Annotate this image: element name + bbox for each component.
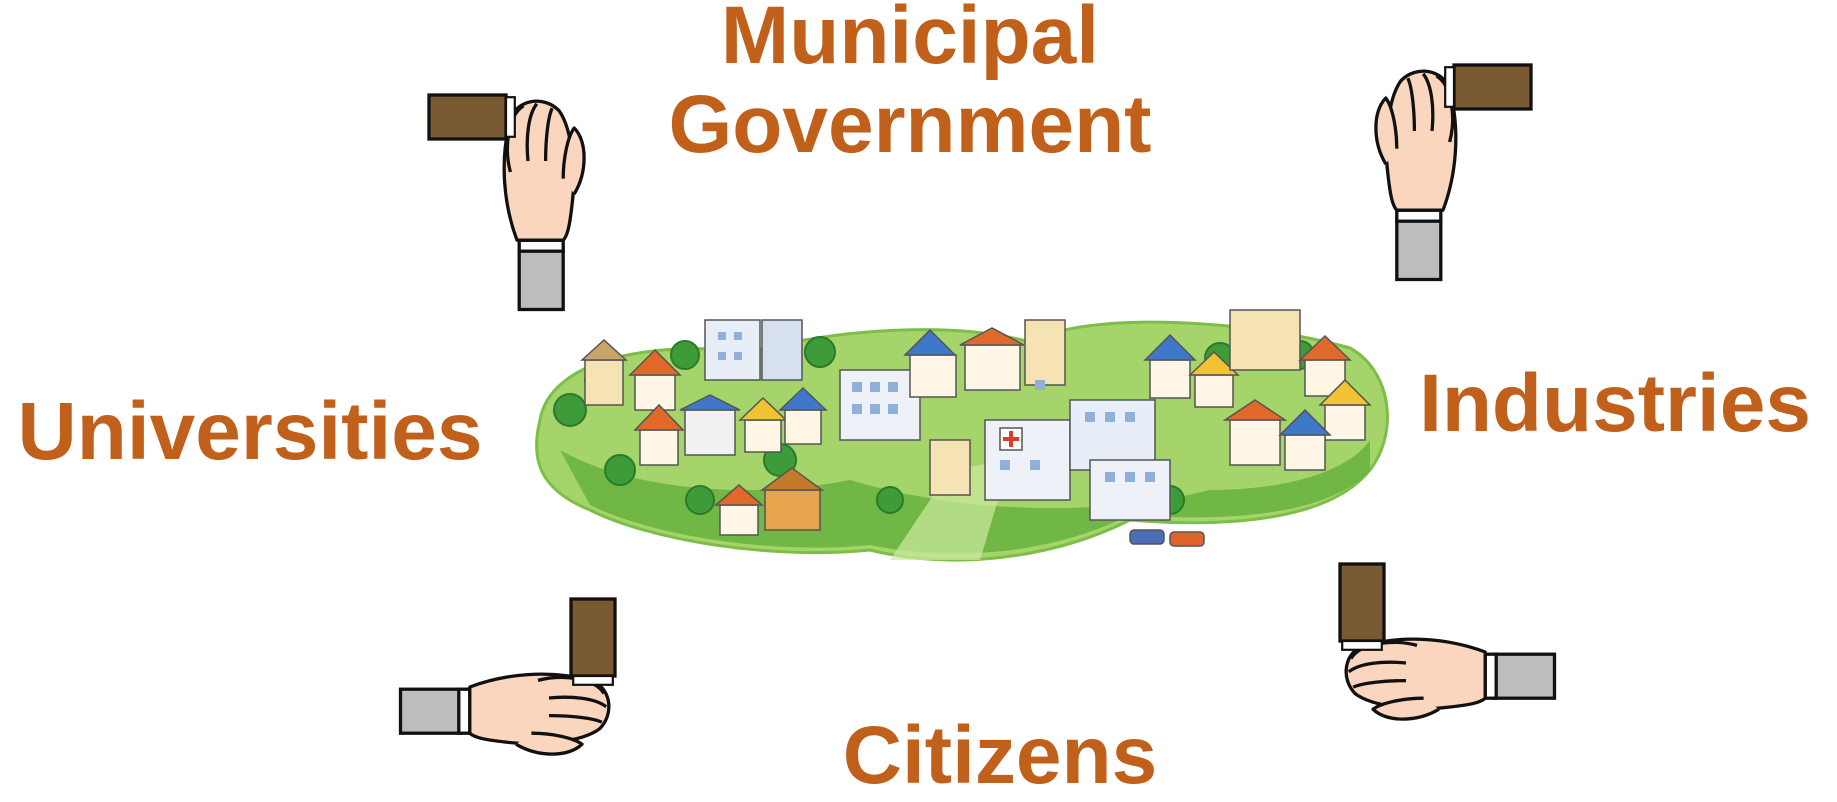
handshake-icon <box>1355 63 1575 285</box>
citizens-label: Citizens <box>842 710 1158 801</box>
handshake-icon <box>395 555 617 775</box>
government-label-line-2: Government <box>668 78 1152 170</box>
handshake-icon <box>395 93 595 315</box>
hand-top-left-icon <box>427 93 586 312</box>
government-label-line-1: Municipal <box>720 0 1100 81</box>
industries-label: Industries <box>1419 358 1811 449</box>
hand-bottom-left-icon <box>398 597 617 756</box>
town-illustration <box>530 300 1390 585</box>
hand-top-right-icon <box>1374 63 1533 282</box>
universities-label: Universities <box>17 386 483 477</box>
